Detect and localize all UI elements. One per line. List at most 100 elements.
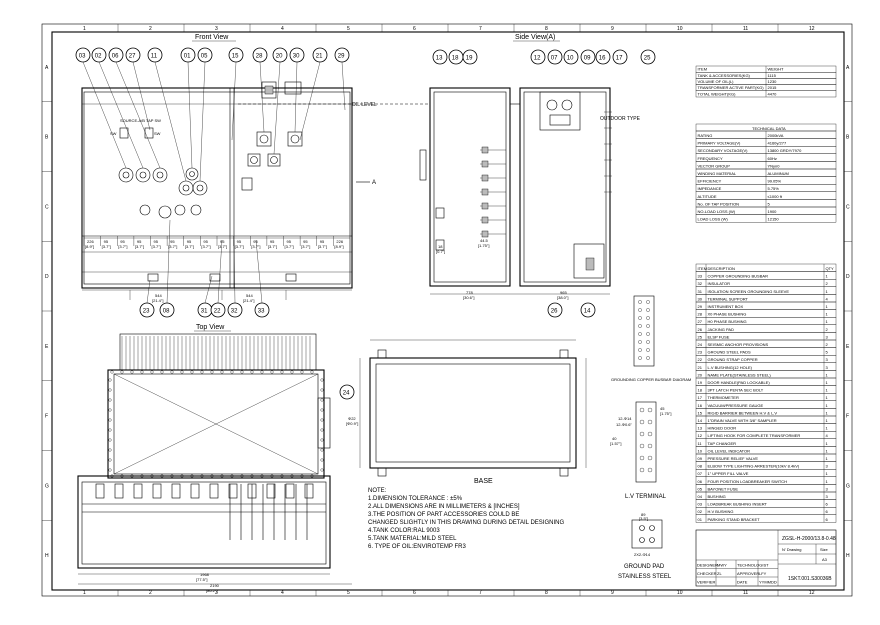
svg-text:[Φ0.9"]: [Φ0.9"] <box>346 421 358 426</box>
column-label: 10 <box>677 590 683 596</box>
balloon-number: 26 <box>551 308 558 314</box>
table-cell: ELBOW TYPE LIGHTING ARRESTER(10kV 8.4kV) <box>708 464 800 469</box>
svg-text:[86.2"]: [86.2"] <box>206 588 217 593</box>
balloon <box>432 49 448 65</box>
table-cell: DOOR HANDLE(PAD LOCKABLE) <box>708 380 771 385</box>
balloon <box>210 302 226 318</box>
svg-text:OUTDOOR TYPE: OUTDOOR TYPE <box>600 116 641 122</box>
size-label: Size <box>820 547 829 552</box>
column-label: 12 <box>809 590 815 596</box>
balloon-number: 10 <box>567 55 574 61</box>
balloon-number: 13 <box>436 55 443 61</box>
svg-text:44.5: 44.5 <box>480 238 489 243</box>
table-cell: 07 <box>698 471 703 476</box>
svg-text:1968: 1968 <box>200 572 210 577</box>
svg-text:SOURCE-A/B TAP SW: SOURCE-A/B TAP SW <box>120 118 161 123</box>
row-label: A <box>846 65 850 71</box>
balloon <box>180 47 196 63</box>
top-view: 1968 [77.5"] 2190 [86.2"] <box>77 333 352 593</box>
balloon <box>75 47 91 63</box>
table-cell: WEIGHT <box>768 67 785 72</box>
table-cell: LOADBREAK BUSHING INSERT <box>708 502 768 507</box>
title-block-cell: LFY <box>759 571 767 576</box>
notes-title: NOTE: <box>368 488 387 494</box>
table-cell: 03 <box>698 502 703 507</box>
table-cell: EFFICIENCY <box>698 179 722 184</box>
front-dim-value: 95 <box>320 239 325 244</box>
row-label: F <box>45 414 48 420</box>
column-label: 11 <box>743 590 748 596</box>
table-cell: TOTAL WEIGHT(KG) <box>698 91 737 96</box>
front-dim-value: 95 <box>170 239 175 244</box>
front-view-title: Front View <box>195 34 229 41</box>
svg-text:[21.4"]: [21.4"] <box>243 298 254 303</box>
base-balloons: 24 <box>339 384 355 400</box>
balloon-number: 19 <box>466 55 473 61</box>
row-label: B <box>45 135 49 141</box>
table-cell: ALUMINUM <box>768 171 789 176</box>
table-cell: VACUUM/PRESSURE GAUGE <box>708 403 764 408</box>
front-dim-inch: [3.7"] <box>152 244 161 249</box>
title-block-cell: MWY <box>717 563 727 568</box>
svg-text:[1.75"]: [1.75"] <box>660 411 671 416</box>
table-cell: HINGED DOOR <box>708 426 737 431</box>
balloon-number: 24 <box>343 390 350 396</box>
table-cell: 18 <box>698 388 703 393</box>
table-cell: 1230 <box>768 79 778 84</box>
table-cell: 4 <box>826 433 829 438</box>
column-label: 7 <box>479 590 482 596</box>
column-label: 5 <box>347 26 350 32</box>
table-cell: FOUR POSITION LOADBREAKER SWITCH <box>708 479 788 484</box>
table-cell: H.V BUSHING <box>708 509 734 514</box>
table-cell: 15 <box>698 410 703 415</box>
table-cell: X0 PHASE BUSHING <box>708 312 747 317</box>
front-dim-value: 226 <box>336 239 343 244</box>
table-cell: 27 <box>698 319 703 324</box>
front-dim-value: 95 <box>203 239 208 244</box>
table-cell: GROUND STEEL PADS <box>708 350 751 355</box>
ground-pad-title: GROUND PAD <box>624 564 665 570</box>
note-line: 4.TANK COLOR:RAL 9003 <box>368 528 440 534</box>
balloon-number: 21 <box>316 53 323 59</box>
table-cell: 1 <box>826 479 829 484</box>
front-dim-value: 95 <box>270 239 275 244</box>
table-cell: ELSP FUSE <box>708 334 730 339</box>
balloon <box>580 49 596 65</box>
note-line: 1.DIMENSION TOLERANCE : ±5% <box>368 496 463 502</box>
balloon <box>547 49 563 65</box>
table-cell: 01 <box>698 517 703 522</box>
table-cell: FREQUENCY <box>698 156 723 161</box>
front-dim-value: 95 <box>237 239 242 244</box>
table-cell: INSTRUMENT BOX <box>708 304 744 309</box>
front-dim-inch: [3.7"] <box>301 244 310 249</box>
table-cell: 26 <box>698 327 703 332</box>
table-cell: 30 <box>698 296 703 301</box>
base-title: BASE <box>474 478 493 485</box>
table-cell: 1 <box>826 372 829 377</box>
table-cell: 5 <box>768 201 771 206</box>
table-cell: 3 <box>826 464 829 469</box>
column-label: 12 <box>809 26 815 32</box>
note-line: 3.THE POSITION OF PART ACCESSORIES COULD… <box>368 512 519 518</box>
table-cell: 1 <box>826 304 829 309</box>
column-label: 10 <box>677 26 683 32</box>
table-cell: 28 <box>698 312 703 317</box>
table-cell: PRIMARY VOLTAGE(V) <box>698 141 741 146</box>
balloon-number: 16 <box>599 55 606 61</box>
svg-text:40: 40 <box>612 436 617 441</box>
table-cell: 08 <box>698 464 703 469</box>
row-label: F <box>846 414 849 420</box>
table-cell: 29 <box>698 304 703 309</box>
svg-text:2X2-Φ14: 2X2-Φ14 <box>634 552 651 557</box>
title-block-cell: APPROVER <box>737 571 759 576</box>
balloon-number: 12 <box>534 55 541 61</box>
table-cell: 1 <box>826 448 829 453</box>
table-cell: 06 <box>698 479 703 484</box>
table-cell: 13800 GRDY/7970 <box>768 148 803 153</box>
note-line: CHANGED SLIGHTLY IN THIS DRAWING DURING … <box>368 520 564 526</box>
svg-text:778: 778 <box>466 290 473 295</box>
